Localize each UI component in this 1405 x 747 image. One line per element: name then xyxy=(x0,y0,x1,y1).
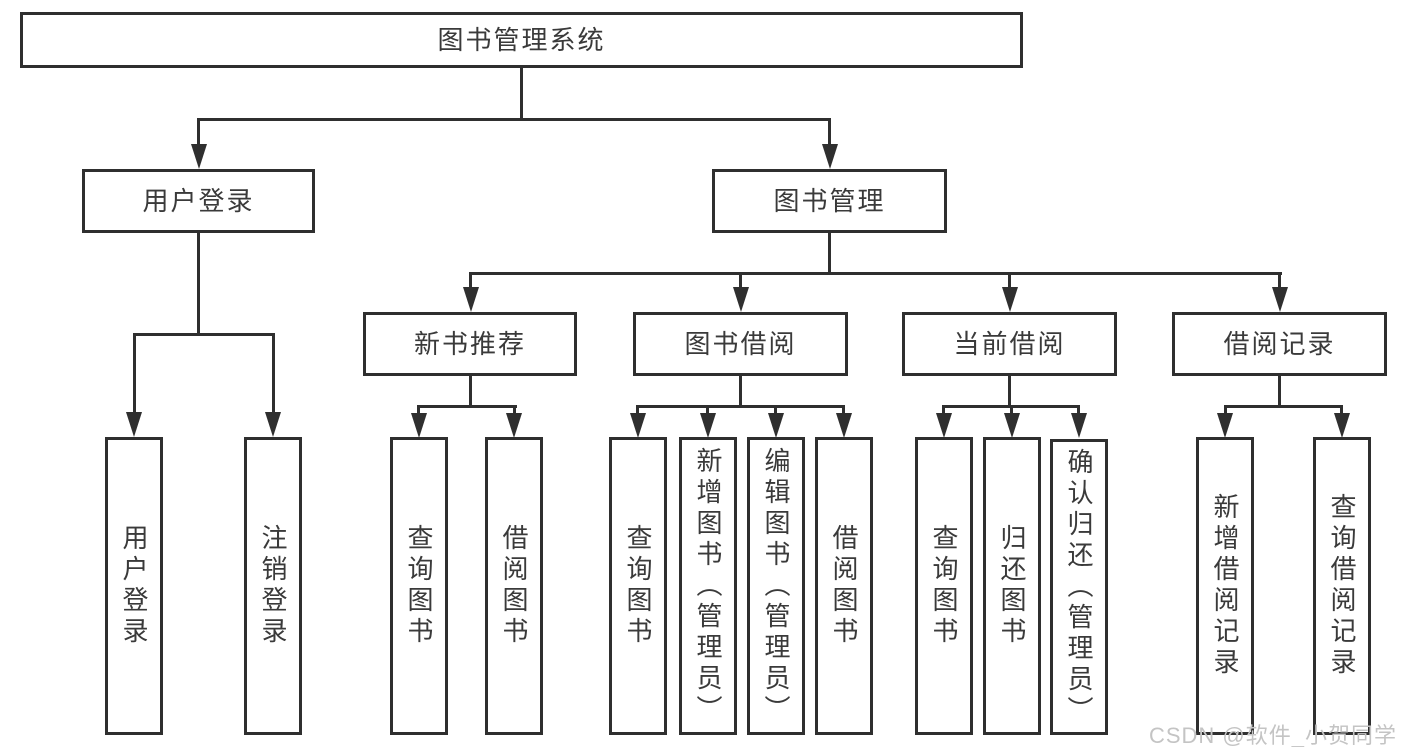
connector-bb-leaf-1 xyxy=(636,405,639,417)
arrowhead-bb-leaf-2 xyxy=(700,413,716,438)
arrowhead-cb-leaf-2 xyxy=(1004,413,1020,438)
arrowhead-user-login xyxy=(191,144,207,169)
node-current-borrow: 当前借阅 xyxy=(902,312,1117,376)
connector-borrow-stub xyxy=(739,376,742,408)
arrowhead-user-leaf-1 xyxy=(126,412,142,437)
arrowhead-new-books xyxy=(463,287,479,312)
leaf-nb-borrow-books: 借阅图书 xyxy=(485,437,543,735)
connector-to-book-borrow xyxy=(739,272,742,292)
node-borrow-records-label: 借阅记录 xyxy=(1223,329,1336,359)
arrowhead-bb-leaf-1 xyxy=(630,413,646,438)
node-new-books: 新书推荐 xyxy=(363,312,577,376)
arrowhead-current-borrow xyxy=(1002,287,1018,312)
leaf-cb-return-books-label: 归还图书 xyxy=(997,524,1027,648)
leaf-cb-query-books-label: 查询图书 xyxy=(929,524,959,648)
node-user-login-label: 用户登录 xyxy=(142,186,255,216)
connector-cb-leaf-3 xyxy=(1077,405,1080,417)
connector-user-bar xyxy=(133,333,275,336)
connector-nb-leaf-1 xyxy=(417,405,420,417)
connector-to-current-borrow xyxy=(1008,272,1011,292)
connector-mgmt-stub xyxy=(828,233,831,275)
node-book-mgmt: 图书管理 xyxy=(712,169,947,233)
connector-records-bar xyxy=(1224,405,1343,408)
leaf-bb-edit-books: 编辑图书（管理员） xyxy=(747,437,805,735)
connector-to-borrow-records xyxy=(1278,272,1281,292)
arrowhead-br-leaf-2 xyxy=(1334,413,1350,438)
leaf-bb-borrow-books-label: 借阅图书 xyxy=(829,524,859,648)
leaf-bb-edit-books-label: 编辑图书（管理员） xyxy=(761,446,791,726)
arrowhead-borrow-records xyxy=(1272,287,1288,312)
node-book-borrow-label: 图书借阅 xyxy=(684,329,797,359)
arrowhead-bb-leaf-4 xyxy=(836,413,852,438)
leaf-nb-query-books: 查询图书 xyxy=(390,437,448,735)
node-book-borrow: 图书借阅 xyxy=(633,312,848,376)
leaf-cb-query-books: 查询图书 xyxy=(915,437,973,735)
leaf-nb-borrow-books-label: 借阅图书 xyxy=(499,524,529,648)
connector-to-user-leaf-2 xyxy=(272,333,275,413)
arrowhead-bb-leaf-3 xyxy=(768,413,784,438)
node-root-label: 图书管理系统 xyxy=(437,25,606,55)
leaf-bb-borrow-books: 借阅图书 xyxy=(815,437,873,735)
leaf-br-add-record-label: 新增借阅记录 xyxy=(1210,493,1240,679)
connector-br-leaf-1 xyxy=(1224,405,1227,417)
leaf-user-login: 用户登录 xyxy=(105,437,163,735)
connector-to-user-login xyxy=(197,118,200,150)
connector-mgmt-bar xyxy=(469,272,1282,275)
node-book-mgmt-label: 图书管理 xyxy=(773,186,886,216)
leaf-cb-confirm-return-label: 确认归还（管理员） xyxy=(1064,447,1094,727)
connector-to-user-leaf-1 xyxy=(133,333,136,413)
connector-user-stub xyxy=(197,233,200,336)
watermark: CSDN @软件_小贺同学 xyxy=(1148,723,1397,747)
leaf-user-login-label: 用户登录 xyxy=(119,524,149,648)
leaf-br-query-record-label: 查询借阅记录 xyxy=(1327,493,1357,679)
arrowhead-book-mgmt xyxy=(822,144,838,169)
node-root: 图书管理系统 xyxy=(20,12,1023,68)
leaf-logout: 注销登录 xyxy=(244,437,302,735)
node-current-borrow-label: 当前借阅 xyxy=(953,329,1066,359)
arrowhead-user-leaf-2 xyxy=(265,412,281,437)
leaf-nb-query-books-label: 查询图书 xyxy=(404,524,434,648)
connector-borrow-bar xyxy=(636,405,845,408)
connector-bb-leaf-4 xyxy=(842,405,845,417)
connector-to-book-mgmt xyxy=(828,118,831,150)
leaf-logout-label: 注销登录 xyxy=(258,524,288,648)
arrowhead-nb-leaf-2 xyxy=(506,413,522,438)
leaf-cb-confirm-return: 确认归还（管理员） xyxy=(1050,439,1108,735)
node-new-books-label: 新书推荐 xyxy=(413,329,526,359)
leaf-bb-add-books: 新增图书（管理员） xyxy=(679,437,737,735)
arrowhead-cb-leaf-1 xyxy=(936,413,952,438)
arrowhead-cb-leaf-3 xyxy=(1071,413,1087,438)
arrowhead-book-borrow xyxy=(733,287,749,312)
connector-nb-leaf-2 xyxy=(513,405,516,417)
arrowhead-br-leaf-1 xyxy=(1217,413,1233,438)
leaf-br-query-record: 查询借阅记录 xyxy=(1313,437,1371,735)
leaf-br-add-record: 新增借阅记录 xyxy=(1196,437,1254,735)
connector-root-stub xyxy=(520,68,523,120)
connector-current-stub xyxy=(1008,376,1011,408)
connector-br-leaf-2 xyxy=(1340,405,1343,417)
node-borrow-records: 借阅记录 xyxy=(1172,312,1387,376)
leaf-cb-return-books: 归还图书 xyxy=(983,437,1041,735)
connector-bb-leaf-2 xyxy=(706,405,709,417)
connector-cb-leaf-2 xyxy=(1010,405,1013,417)
connector-root-bar xyxy=(197,118,831,121)
connector-records-stub xyxy=(1278,376,1281,408)
arrowhead-nb-leaf-1 xyxy=(411,413,427,438)
connector-new-books-bar xyxy=(417,405,517,408)
connector-to-new-books xyxy=(469,272,472,292)
leaf-bb-add-books-label: 新增图书（管理员） xyxy=(693,446,723,726)
leaf-bb-query-books-label: 查询图书 xyxy=(623,524,653,648)
leaf-bb-query-books: 查询图书 xyxy=(609,437,667,735)
connector-new-books-stub xyxy=(469,376,472,408)
connector-cb-leaf-1 xyxy=(942,405,945,417)
connector-bb-leaf-3 xyxy=(774,405,777,417)
node-user-login: 用户登录 xyxy=(82,169,315,233)
